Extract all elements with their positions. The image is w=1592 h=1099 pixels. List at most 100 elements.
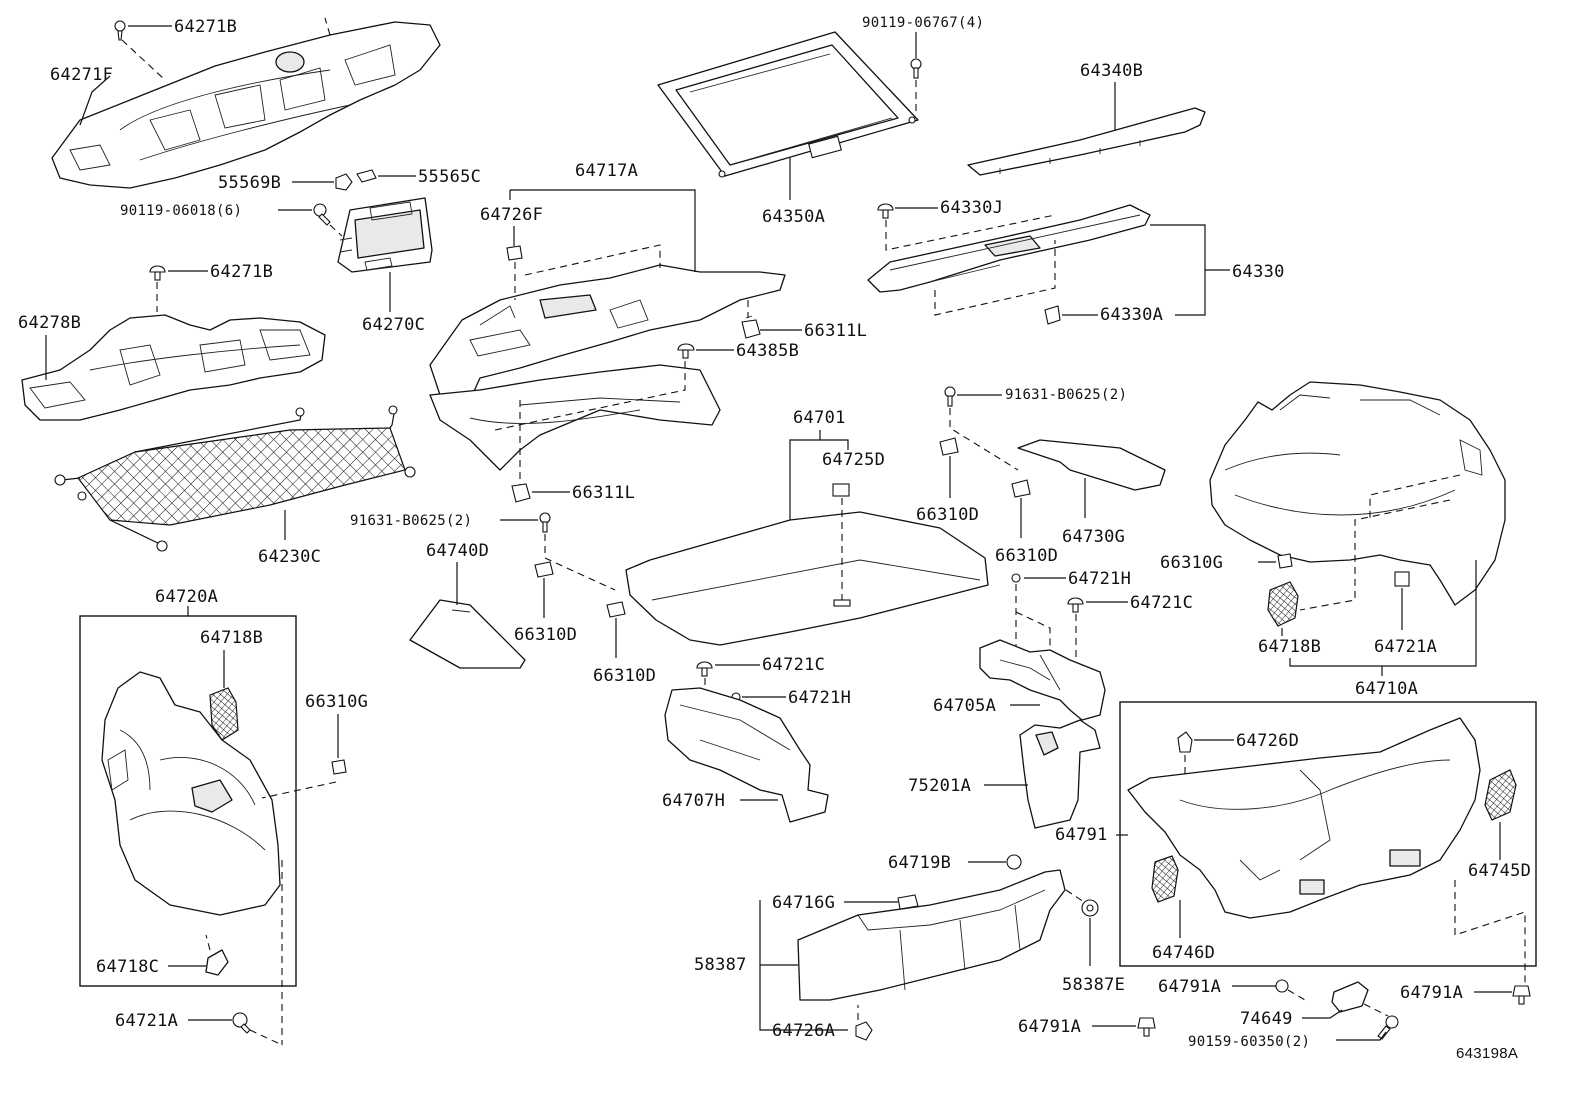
label-90159-60350: 90159-60350(2) (1188, 1034, 1310, 1050)
grille-64746D (1151, 855, 1179, 903)
screw-64791A-right (1512, 985, 1531, 1005)
clip-64271B-mid (149, 265, 166, 281)
clip-64718C (205, 949, 229, 976)
part-64730G-cover (1017, 439, 1166, 491)
bolt-91631-B0625-right (944, 386, 956, 407)
label-64740D: 64740D (426, 541, 489, 561)
clip-64721C-center (696, 661, 713, 677)
label-64791: 64791 (1055, 825, 1108, 845)
part-64740D-cover (409, 599, 526, 669)
label-66310D-right-b: 66310D (995, 546, 1058, 566)
label-64271B-top: 64271B (174, 17, 237, 37)
group-box-64791 (1119, 701, 1537, 967)
label-66311L-lower: 66311L (572, 483, 635, 503)
clip-66310D-left-b (606, 601, 626, 618)
label-90119-06767: 90119-06767(4) (862, 15, 984, 31)
label-64705A: 64705A (933, 696, 996, 716)
label-64725D: 64725D (822, 450, 885, 470)
part-64230C-cargo-net (54, 405, 416, 552)
clip-66311L-lower (511, 483, 531, 503)
bolt-90159-60350 (1377, 1015, 1399, 1040)
label-64726F: 64726F (480, 205, 543, 225)
label-75201A: 75201A (908, 776, 971, 796)
clip-66311L-upper (741, 315, 761, 339)
label-91631-B0625-left: 91631-B0625(2) (350, 513, 472, 529)
clip-66310D-left-a (534, 561, 554, 578)
label-64270C: 64270C (362, 315, 425, 335)
label-66310D-left-b: 66310D (593, 666, 656, 686)
label-74649: 74649 (1240, 1009, 1293, 1029)
label-64721C-right: 64721C (1130, 593, 1193, 613)
part-75201A-bracket (1019, 719, 1101, 829)
label-64718B-left: 64718B (200, 628, 263, 648)
bolt-91631-B0625-left (539, 512, 551, 533)
bolt-90119-06767 (910, 58, 922, 79)
label-64721A-right: 64721A (1374, 637, 1437, 657)
bolt-90119-06018 (313, 203, 331, 226)
label-55565C: 55565C (418, 167, 481, 187)
part-64270C-box (337, 197, 433, 273)
part-64350A-shade-frame (657, 31, 919, 178)
label-64718B-right: 64718B (1258, 637, 1321, 657)
label-64791A-center: 64791A (1158, 977, 1221, 997)
label-64791A-right: 64791A (1400, 983, 1463, 1003)
label-64726D: 64726D (1236, 731, 1299, 751)
clip-66310D-right-b (1011, 479, 1031, 498)
part-64707H-bracket (664, 687, 829, 823)
label-64791A-bottom: 64791A (1018, 1017, 1081, 1037)
clip-64271B-top (114, 20, 126, 41)
label-64271B-mid: 64271B (210, 262, 273, 282)
label-64330A: 64330A (1100, 305, 1163, 325)
clip-64725D (832, 483, 850, 497)
part-58387-scuff-plate (797, 869, 1066, 1001)
screw-64721A-left (232, 1012, 251, 1034)
label-90119-06018: 90119-06018(6) (120, 203, 242, 219)
label-64721A-left: 64721A (115, 1011, 178, 1031)
label-64721H-center: 64721H (788, 688, 851, 708)
clip-64726A (855, 1021, 873, 1041)
label-66310G-right: 66310G (1160, 553, 1223, 573)
label-91631-B0625-right: 91631-B0625(2) (1005, 387, 1127, 403)
label-64726A: 64726A (772, 1021, 835, 1041)
label-64330: 64330 (1232, 262, 1285, 282)
diagram-reference-code: 643198A (1456, 1045, 1518, 1062)
label-66310D-left-a: 66310D (514, 625, 577, 645)
part-64330-package-tray (867, 204, 1151, 293)
label-66310G-left: 66310G (305, 692, 368, 712)
label-64278B: 64278B (18, 313, 81, 333)
label-64730G: 64730G (1062, 527, 1125, 547)
clip-64330A (1044, 305, 1061, 325)
part-64701-floor-mat (625, 511, 989, 646)
clip-64721H-right (1011, 573, 1021, 583)
grille-64745D (1484, 769, 1517, 821)
label-64719B: 64719B (888, 853, 951, 873)
part-64705A-bracket (979, 639, 1106, 721)
label-64330J: 64330J (940, 198, 1003, 218)
part-64791-trunk-trim (1127, 717, 1481, 919)
part-64340B-garnish (967, 107, 1206, 176)
label-58387E: 58387E (1062, 975, 1125, 995)
label-64720A: 64720A (155, 587, 218, 607)
clip-55565C (356, 169, 377, 183)
label-64340B: 64340B (1080, 61, 1143, 81)
part-64271F-insulator (51, 21, 441, 189)
label-64745D: 64745D (1468, 861, 1531, 881)
clip-64721A-right (1394, 571, 1410, 587)
grille-64718B-right (1267, 581, 1299, 627)
label-64271F: 64271F (50, 65, 113, 85)
clip-64330J (877, 203, 894, 219)
clip-64726D (1177, 731, 1193, 753)
part-64720A-side-trim (101, 671, 281, 916)
clip-66310G-right (1277, 553, 1293, 569)
part-74649-holder (1331, 981, 1369, 1013)
label-66311L-upper: 66311L (804, 321, 867, 341)
label-64721H-right: 64721H (1068, 569, 1131, 589)
clip-64385B (677, 343, 695, 359)
clip-66310D-right-a (939, 437, 959, 456)
clip-64719B (1006, 854, 1022, 870)
clip-66310G-left (331, 759, 347, 775)
label-64718C: 64718C (96, 957, 159, 977)
label-64707H: 64707H (662, 791, 725, 811)
label-66310D-right-a: 66310D (916, 505, 979, 525)
